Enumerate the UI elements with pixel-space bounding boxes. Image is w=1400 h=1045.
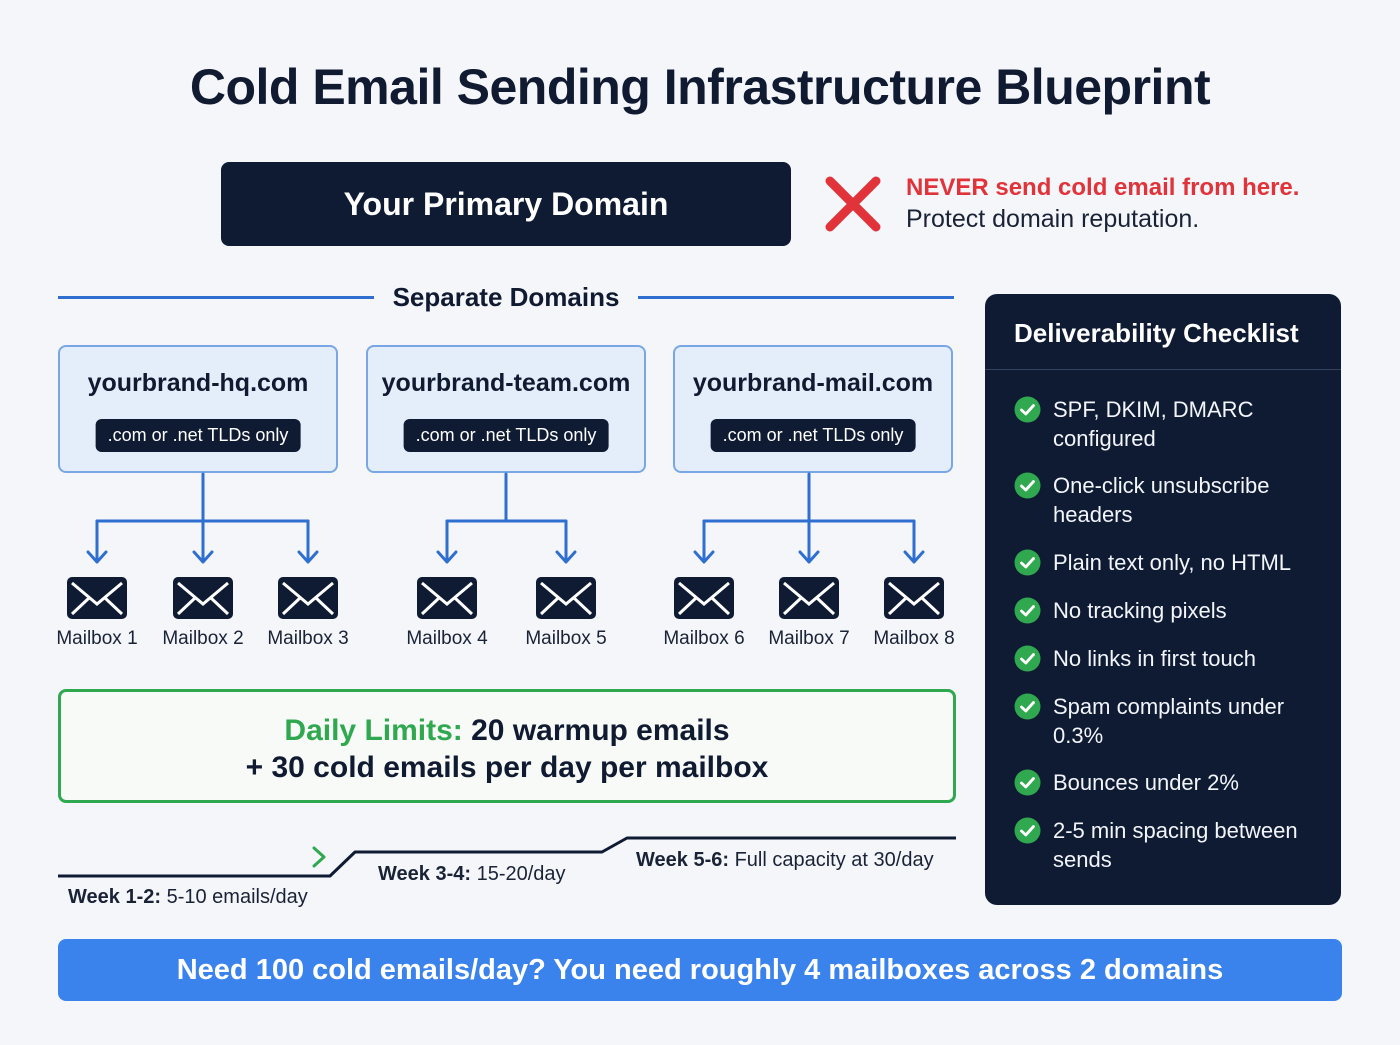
ramp-period: Week 5-6: (636, 849, 730, 871)
mailbox: Mailbox 4 (397, 576, 497, 650)
envelope-icon (67, 577, 127, 619)
ramp-step-week-1-2: Week 1-2: 5-10 emails/day (68, 886, 308, 909)
domain-name: yourbrand-team.com (381, 369, 631, 397)
checklist-item-label: No links in first touch (1053, 646, 1256, 671)
envelope-icon (278, 577, 338, 619)
mailbox: Mailbox 8 (864, 576, 964, 650)
checklist-title: Deliverability Checklist (1014, 318, 1299, 348)
mailbox-label: Mailbox 4 (406, 628, 488, 649)
domain-name: yourbrand-mail.com (692, 369, 934, 397)
ramp-rate: 5-10 emails/day (161, 886, 308, 908)
checklist-item: Spam complaints under 0.3% (1014, 692, 1324, 750)
daily-limits-box: Daily Limits: 20 warmup emails + 30 cold… (58, 689, 956, 803)
page-title: Cold Email Sending Infrastructure Bluepr… (189, 59, 1211, 115)
check-circle-icon (1014, 597, 1041, 624)
checklist-item: Plain text only, no HTML (1014, 548, 1324, 577)
domain-name: yourbrand-hq.com (87, 369, 309, 397)
check-circle-icon (1014, 769, 1041, 796)
checklist-item-label: Plain text only, no HTML (1053, 550, 1292, 575)
mailbox: Mailbox 6 (654, 576, 754, 650)
checklist-item-label: Spam complaints under 0.3% (1053, 694, 1285, 748)
daily-limits-warmup: 20 warmup emails (462, 714, 730, 747)
primary-domain-label: Your Primary Domain (343, 185, 669, 222)
mailbox: Mailbox 1 (47, 576, 147, 650)
checklist-item: No tracking pixels (1014, 596, 1324, 625)
mailbox-label: Mailbox 5 (525, 628, 607, 649)
primary-domain-box: Your Primary Domain (221, 162, 791, 246)
mailbox-tree-connectors (86, 472, 925, 564)
deliverability-checklist-panel: Deliverability Checklist SPF, DKIM, DMAR… (985, 294, 1341, 905)
domain-box: yourbrand-team.com .com or .net TLDs onl… (366, 345, 646, 473)
check-circle-icon (1014, 693, 1041, 720)
mailbox-label: Mailbox 3 (267, 628, 349, 649)
warning-body: Protect domain reputation. (906, 205, 1200, 233)
ramp-rate: 15-20/day (471, 863, 566, 885)
mailbox: Mailbox 5 (516, 576, 616, 650)
checklist-item: 2-5 min spacing between sends (1014, 816, 1324, 874)
ramp-step-week-3-4: Week 3-4: 15-20/day (378, 863, 566, 886)
mailbox: Mailbox 7 (759, 576, 859, 650)
checklist-item: One-click unsubscribe headers (1014, 471, 1324, 529)
envelope-icon (536, 577, 596, 619)
tld-note-pill: .com or .net TLDs only (403, 419, 609, 452)
checklist-item-label: One-click unsubscribe headers (1053, 473, 1270, 527)
ramp-period: Week 3-4: (378, 863, 472, 885)
tld-note-pill: .com or .net TLDs only (95, 419, 301, 452)
capacity-banner-text: Need 100 cold emails/day? You need rough… (176, 953, 1224, 986)
mailbox-label: Mailbox 7 (768, 628, 850, 649)
warmup-ramp-timeline (58, 836, 956, 878)
envelope-icon (674, 577, 734, 619)
mailbox-label: Mailbox 2 (162, 628, 244, 649)
check-circle-icon (1014, 549, 1041, 576)
checklist-item-label: SPF, DKIM, DMARC configured (1053, 397, 1254, 451)
domain-box: yourbrand-mail.com .com or .net TLDs onl… (673, 345, 953, 473)
mailbox: Mailbox 3 (258, 576, 358, 650)
mailbox: Mailbox 2 (153, 576, 253, 650)
ramp-rate: Full capacity at 30/day (729, 849, 934, 871)
envelope-icon (173, 577, 233, 619)
daily-limits-line-1: Daily Limits: 20 warmup emails (61, 712, 953, 749)
section-rule-right (638, 296, 954, 299)
domain-box: yourbrand-hq.com .com or .net TLDs only (58, 345, 338, 473)
daily-limits-label: Daily Limits: (284, 714, 463, 747)
checklist-item: Bounces under 2% (1014, 768, 1324, 797)
separate-domains-heading: Separate Domains (392, 282, 620, 312)
daily-limits-line-2: + 30 cold emails per day per mailbox (245, 751, 769, 784)
mailbox-label: Mailbox 8 (873, 628, 955, 649)
mailbox-label: Mailbox 6 (663, 628, 745, 649)
capacity-banner: Need 100 cold emails/day? You need rough… (58, 939, 1342, 1001)
checklist-item: SPF, DKIM, DMARC configured (1014, 395, 1324, 453)
checklist-item: No links in first touch (1014, 644, 1324, 673)
envelope-icon (417, 577, 477, 619)
check-circle-icon (1014, 396, 1041, 423)
check-circle-icon (1014, 645, 1041, 672)
check-circle-icon (1014, 472, 1041, 499)
section-rule-left (58, 296, 374, 299)
envelope-icon (779, 577, 839, 619)
checklist-divider (985, 369, 1341, 370)
warning-title: NEVER send cold email from here. (906, 174, 1300, 201)
tld-note-pill: .com or .net TLDs only (710, 419, 916, 452)
mailbox-label: Mailbox 1 (56, 628, 138, 649)
checklist-item-label: Bounces under 2% (1053, 770, 1239, 795)
envelope-icon (884, 577, 944, 619)
ramp-period: Week 1-2: (68, 886, 162, 908)
ramp-step-week-5-6: Week 5-6: Full capacity at 30/day (636, 849, 934, 872)
x-icon (825, 176, 881, 232)
checklist-item-label: No tracking pixels (1053, 598, 1227, 623)
check-circle-icon (1014, 817, 1041, 844)
checklist-item-label: 2-5 min spacing between sends (1053, 818, 1298, 872)
